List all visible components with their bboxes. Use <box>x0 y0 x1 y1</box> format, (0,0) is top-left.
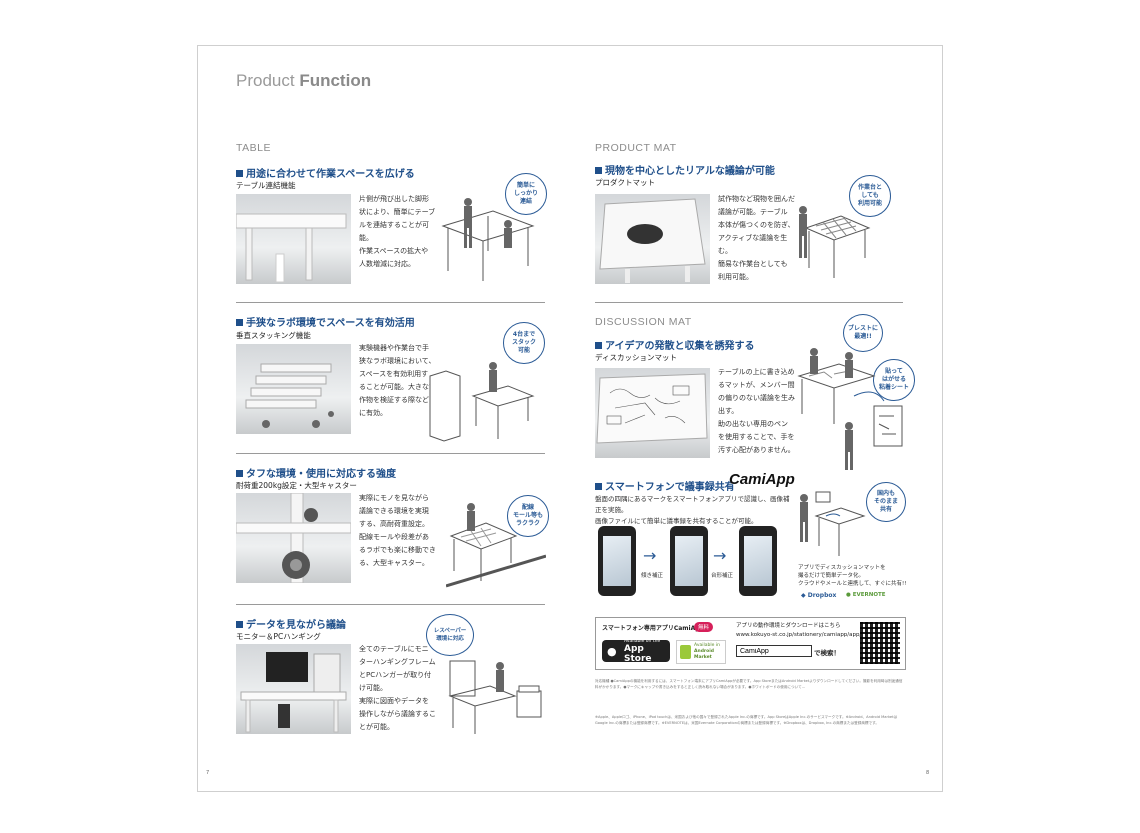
search-suffix: で検索！ <box>814 649 840 657</box>
evernote-logo: ● EVERNOTE <box>846 592 886 598</box>
app-store-badge[interactable]: ● Available on the App Store <box>602 639 670 664</box>
camiapp-logo: CamiApp <box>729 471 795 488</box>
callout-bubble-1: 簡単に しっかり 連結 <box>505 173 547 215</box>
product-mat-subheading: プロダクトマット <box>595 178 655 187</box>
monitor-hanging-illustration <box>445 646 545 736</box>
table-heading-2: 手狭なラボ環境でスペースを有効活用 <box>236 314 415 329</box>
load-bearing-illustration <box>446 501 546 596</box>
download-url[interactable]: www.kokuyo-st.co.jp/stationery/camiapp/a… <box>736 632 862 638</box>
table-subheading-4: モニター＆PCハンギング <box>236 632 321 641</box>
table-heading-1: 用途に合わせて作業スペースを広げる <box>236 165 415 180</box>
download-text: アプリの動作環境とダウンロードはこちら <box>736 623 841 629</box>
page-number-left: 7 <box>206 770 210 776</box>
callout-bubble-brainstorm: ブレストに 最適!! <box>843 314 883 352</box>
table-body-1: 片側が飛び出した脚形 状により、簡単にテーブ ルを連結することが可能。 作業スペ… <box>359 195 436 268</box>
free-badge: 無料 <box>694 622 714 632</box>
product-mat-section-label: PRODUCT MAT <box>595 142 677 154</box>
smartphone-heading: スマートフォンで議事録共有 <box>595 478 735 493</box>
smartphone-body: 盤面の四隅にあるマークをスマートフォンアプリで認識し、画像補正を実施。 画像ファ… <box>595 495 790 525</box>
divider <box>595 302 903 303</box>
callout-bubble-2: 4台まで スタック 可能 <box>503 322 545 364</box>
table-subheading-3: 耐荷重200kg設定・大型キャスター <box>236 481 357 490</box>
dropbox-logo: ◆ Dropbox <box>801 592 837 599</box>
share-caption: アプリでディスカッションマットを 撮るだけで簡単データ化。 クラウドやメールと連… <box>798 565 907 587</box>
table-heading-4: データを見ながら議論 <box>236 616 346 631</box>
evernote-icon: ● <box>846 592 851 598</box>
apple-icon: ● <box>607 645 617 658</box>
product-mat-illustration <box>791 198 871 283</box>
lab-stacking-illustration <box>418 351 538 446</box>
dropbox-icon: ◆ <box>801 592 806 599</box>
discussion-mat-body: テーブルの上に書き込め るマットが、メンバー間 の偏りのない議論を生み 出す。 … <box>718 368 795 454</box>
callout-bubble-share: 国内も そのまま 共有 <box>866 482 906 522</box>
camiapp-promo-box: スマートフォン専用アプリCamiApp 無料 ● Available on th… <box>595 617 906 670</box>
table-heading-3: タフな環境・使用に対応する強度 <box>236 465 396 480</box>
callout-bubble-product-mat: 作業台と しても 利用可能 <box>849 175 891 217</box>
caster-photo <box>236 493 351 583</box>
step-label-skew: 傾き補正 <box>641 573 664 579</box>
divider <box>236 302 545 303</box>
promo-title: スマートフォン専用アプリCamiApp <box>602 625 704 632</box>
divider <box>236 453 545 454</box>
callout-bubble-3: 配線 モール等も ラクラク <box>507 495 549 537</box>
arrow-right-icon: → <box>643 546 657 565</box>
discussion-mat-heading: アイデアの発散と収集を誘発する <box>595 337 755 352</box>
table-connect-illustration <box>438 196 538 286</box>
discussion-mat-section-label: DISCUSSION MAT <box>595 316 692 328</box>
divider <box>236 604 545 605</box>
product-mat-heading: 現物を中心としたリアルな議論が可能 <box>595 162 775 177</box>
product-mat-body: 試作物など現物を囲んだ 議論が可能。テーブル 本体が傷つくのを防ぎ、 アクティブ… <box>718 195 795 281</box>
page-title: Product Function <box>236 71 372 90</box>
phone-step-2 <box>670 526 708 596</box>
step-label-trapezoid: 台形補正 <box>711 573 734 579</box>
discussion-mat-illustration <box>794 346 914 471</box>
table-subheading-2: 垂直スタッキング機能 <box>236 331 311 340</box>
discussion-mat-subheading: ディスカッションマット <box>595 353 677 362</box>
search-input[interactable] <box>736 645 812 657</box>
table-body-3: 実際にモノを見ながら 議論できる環境を実現 する、高耐荷重設定。 配線モールや段… <box>359 494 436 567</box>
android-icon <box>680 645 692 659</box>
arrow-right-icon: → <box>713 546 727 565</box>
table-body-2: 実験機器や作業台で手 狭なラボ環境において、 スペースを有効利用す ることが可能… <box>359 344 436 417</box>
table-body-4: 全てのテーブルにモニ ターハンギングフレーム とPCハンガーが取り付 け可能。 … <box>359 645 436 731</box>
callout-bubble-sticky-sheet: 貼って はがせる 粘着シート <box>873 359 915 401</box>
table-connect-photo <box>236 194 351 284</box>
monitor-table-photo <box>236 644 351 734</box>
discussion-mat-photo <box>595 368 710 458</box>
product-mat-photo <box>595 194 710 284</box>
phone-step-3 <box>739 526 777 596</box>
qr-code[interactable] <box>860 622 900 664</box>
callout-bubble-4: レスペーパー 環境に対応 <box>426 614 474 656</box>
page-number-right: 8 <box>926 770 930 776</box>
table-section-label: TABLE <box>236 142 271 154</box>
phone-step-1 <box>598 526 636 596</box>
table-subheading-1: テーブル連結機能 <box>236 181 296 190</box>
catalog-spread: Product Function TABLE 用途に合わせて作業スペースを広げる… <box>197 45 943 792</box>
fineprint-2: ※Apple、Appleロゴ、iPhone、iPod touchは、米国および他… <box>595 715 898 725</box>
share-illustration <box>796 486 866 566</box>
fineprint-1: 対応機種 ●CamiAppの機能を利用するには、スマートフォン端末にアプリCam… <box>595 679 903 689</box>
stacking-tables-photo <box>236 344 351 434</box>
